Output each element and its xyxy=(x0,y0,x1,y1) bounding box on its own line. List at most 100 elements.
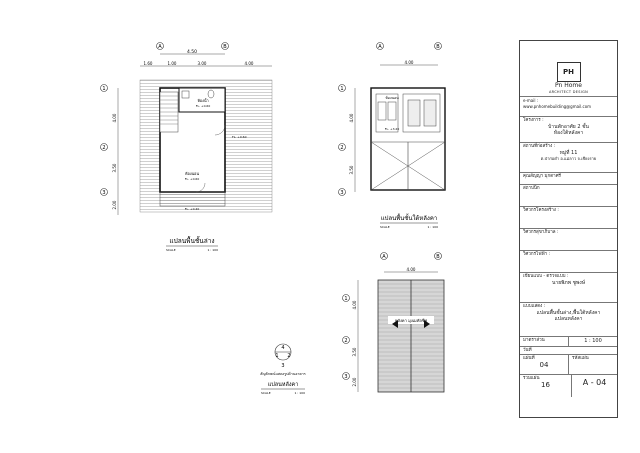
location-label: สถานที่ก่อสร้าง : xyxy=(523,144,556,149)
roof-plan: A B 4.00 4.00 3.50 2.00 1 2 3 หลังคา มุง… xyxy=(342,252,445,393)
upper-plan-scale-label: SCALE xyxy=(380,225,390,229)
dim-top-4: 4.00 xyxy=(245,61,254,66)
key-plan-caption: สัญลักษณ์แสดงรูปด้านอาคาร xyxy=(260,371,306,376)
dim-left-2: 3.50 xyxy=(112,163,117,172)
sheet-total-row: รวมแผ่น 16 A - 04 xyxy=(520,375,617,397)
sheet-number-row: แผ่นที่ 04 รหัสแผ่น xyxy=(520,355,617,375)
location-detail: ต.ป่าก่อดำ อ.แม่ลาว จ.เชียงราย xyxy=(540,156,597,161)
sheet-no-label: แผ่นที่ xyxy=(523,356,535,361)
location-line: หมู่ที่ 11 xyxy=(559,150,578,156)
roof-slope-arrow-left xyxy=(392,320,398,328)
upper-floor-plan: A B 4.00 4.00 3.50 1 2 3 ห้องนอน FL. +3.… xyxy=(338,42,446,229)
owner-block: คุณสัญญา มุกดาศรี xyxy=(520,173,617,185)
sheet-title: แปลนพื้นชั้นล่าง,พื้นใต้หลังคา xyxy=(536,310,601,316)
title-block: PH Pn Home ARCHITECT DESIGN e-mail : www… xyxy=(519,40,618,418)
structural-engineer-block: วิศวกรโครงสร้าง : xyxy=(520,207,617,229)
roof-grid-row-1: 1 xyxy=(344,296,347,302)
project-subtitle: ห้องใต้หลังคา xyxy=(553,130,584,136)
sheet-code: A - 04 xyxy=(582,378,607,387)
sheet-code-label: รหัสแผ่น xyxy=(572,356,589,361)
scale-label: มาตราส่วน xyxy=(520,337,569,346)
roof-dim-left-3: 2.00 xyxy=(352,377,357,386)
key-number-left: 1 xyxy=(275,353,278,359)
drafter-block: เขียนแบบ - ตรวจแบบ : นายพิภพ ชูพงษ์ xyxy=(520,273,617,303)
project-label: โครงการ : xyxy=(523,118,544,123)
grid-row-3: 3 xyxy=(102,190,105,196)
grid-row-1: 1 xyxy=(102,86,105,92)
dim-left-3: 2.00 xyxy=(112,200,117,209)
upper-grid-row-2: 2 xyxy=(340,145,343,151)
room-bedroom-name: ห้องนอน xyxy=(185,171,200,176)
room-bedroom-level: FL. +0.60 xyxy=(185,177,200,181)
architect-label: สถาปนิก xyxy=(523,186,540,191)
ground-plan-title: แปลนพื้นชั้นล่าง xyxy=(169,236,214,245)
sheet-no: 04 xyxy=(539,361,549,369)
room-bathroom-level: FL. +0.60 xyxy=(196,104,211,108)
upper-plan-title: แปลนพื้นชั้นใต้หลังคา xyxy=(381,212,437,222)
roof-dim-top-total: 4.00 xyxy=(407,267,416,272)
location-block: สถานที่ก่อสร้าง : หมู่ที่ 11 ต.ป่าก่อดำ … xyxy=(520,143,617,173)
roof-plan-scale: 1 : 100 xyxy=(294,391,305,395)
dim-top-3: 3.00 xyxy=(198,61,207,66)
scale-value: 1 : 100 xyxy=(584,338,602,344)
total-label: รวมแผ่น xyxy=(523,376,540,381)
roof-plan-title: แปลนหลังคา xyxy=(268,381,299,388)
electrical-engineer-block: วิศวกรไฟฟ้า : xyxy=(520,251,617,273)
total-sheets: 16 xyxy=(541,381,550,389)
ground-floor-plan: A B 4.50 1.60 1.00 3.00 4.00 4.00 3.50 2… xyxy=(100,42,273,252)
contact-label: e-mail : xyxy=(523,98,539,103)
sheet-title-label: แบบแสดง : xyxy=(523,304,546,309)
drafter-name: นายพิภพ ชูพงษ์ xyxy=(551,280,586,286)
upper-room-level: FL. +3.20 xyxy=(385,127,400,131)
upper-dim-left-1: 4.00 xyxy=(349,113,354,122)
roof-grid-row-2: 2 xyxy=(344,338,347,344)
contact-block: e-mail : www.pnhomebuilding@gmail.com xyxy=(520,97,617,117)
dim-top-total: 4.50 xyxy=(187,49,197,55)
upper-dim-left-2: 3.50 xyxy=(349,165,354,174)
sanitary-engineer-label: วิศวกรสุขาภิบาล : xyxy=(523,230,559,235)
roof-plan-scale-label: SCALE xyxy=(261,391,271,395)
dim-top-2: 1.00 xyxy=(168,61,177,66)
ground-plan-scale-label: SCALE xyxy=(166,248,176,252)
room-side-level: FL. +0.60 xyxy=(232,135,247,139)
key-number-bottom: 3 xyxy=(281,363,284,369)
roof-dim-left-2: 3.50 xyxy=(352,347,357,356)
upper-room-name: ห้องนอน xyxy=(385,95,399,100)
contact-email: www.pnhomebuilding@gmail.com xyxy=(523,104,592,109)
upper-grid-col-b: B xyxy=(436,44,440,50)
date-row: วันที่ xyxy=(520,347,617,355)
architect-block: สถาปนิก xyxy=(520,185,617,207)
house-logo-icon: PH xyxy=(556,62,581,82)
drawing-sheet: A B 4.50 1.60 1.00 3.00 4.00 4.00 3.50 2… xyxy=(100,42,446,395)
company-name: Pn Home xyxy=(555,82,582,89)
dim-top-1: 1.60 xyxy=(144,61,153,66)
grid-col-a: A xyxy=(158,44,162,50)
sheet-title-2: แปลนหลังคา xyxy=(554,316,583,322)
project-block: โครงการ : บ้านพักอาศัย 2 ชั้น ห้องใต้หลั… xyxy=(520,117,617,143)
structural-engineer-label: วิศวกรโครงสร้าง : xyxy=(523,208,559,213)
sheet-title-block: แบบแสดง : แปลนพื้นชั้นล่าง,พื้นใต้หลังคา… xyxy=(520,303,617,337)
company-subtitle: ARCHITECT DESIGN xyxy=(548,90,589,94)
upper-grid-col-a: A xyxy=(378,44,382,50)
roof-grid-col-a: A xyxy=(382,254,386,260)
dim-left-1: 4.00 xyxy=(112,113,117,122)
roof-grid-col-b: B xyxy=(436,254,440,260)
ground-plan-scale: 1 : 100 xyxy=(207,248,218,252)
porch-level: FL. +0.40 xyxy=(185,207,200,211)
room-bathroom-name: ห้องน้ำ xyxy=(197,97,208,103)
company-logo-block: PH Pn Home ARCHITECT DESIGN xyxy=(520,41,617,97)
roof-dim-left-1: 4.00 xyxy=(352,300,357,309)
roof-grid-row-3: 3 xyxy=(344,374,347,380)
upper-grid-row-1: 1 xyxy=(340,86,343,92)
roof-slope-arrow-right xyxy=(424,320,430,328)
owner-label: คุณสัญญา มุกดาศรี xyxy=(523,174,561,179)
key-plan: 4 1 2 3 สัญลักษณ์แสดงรูปด้านอาคาร แปลนหล… xyxy=(260,343,306,395)
roof-label: หลังคา มุงเมทัลชีท xyxy=(395,318,428,324)
upper-plan-scale: 1 : 100 xyxy=(427,225,438,229)
sanitary-engineer-block: วิศวกรสุขาภิบาล : xyxy=(520,229,617,251)
upper-dim-top-total: 4.00 xyxy=(405,60,414,65)
scale-row: มาตราส่วน 1 : 100 xyxy=(520,337,617,347)
key-number-right: 2 xyxy=(287,353,290,359)
grid-row-2: 2 xyxy=(102,145,105,151)
drafter-label: เขียนแบบ - ตรวจแบบ : xyxy=(523,274,569,279)
